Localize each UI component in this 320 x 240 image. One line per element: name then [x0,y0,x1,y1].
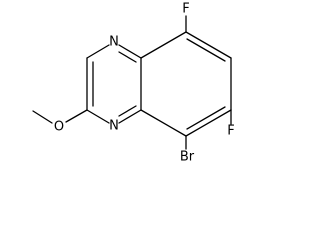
atom-label-o: O [54,120,64,135]
bond-c3-n4 [86,109,110,124]
bond-c7-c8-double [186,106,226,130]
atom-label-n1: N [109,35,119,50]
bond-c8a-n1-double [118,51,137,63]
atom-label-f5: F [182,2,189,17]
atom-label-n4: N [109,119,119,134]
bond-c8a-c5 [140,31,187,59]
bond-n4-c4a-double [118,105,137,117]
bond-c7-c8 [185,109,232,137]
bond-c5-c6-double [186,38,226,62]
atom-label-f7: F [227,124,234,139]
bond-n1-c2 [86,44,110,59]
bond-c3-o [65,109,88,123]
bond-n4-c4a [118,109,142,124]
bond-c8a-n1 [118,44,142,59]
atom-label-br8: Br [180,150,195,165]
bond-o-ch3 [32,110,53,124]
chemical-structure-diagram: N N O F F Br [32,2,235,165]
bond-c5-c6 [185,31,232,59]
bond-c8-c4a [140,109,187,137]
